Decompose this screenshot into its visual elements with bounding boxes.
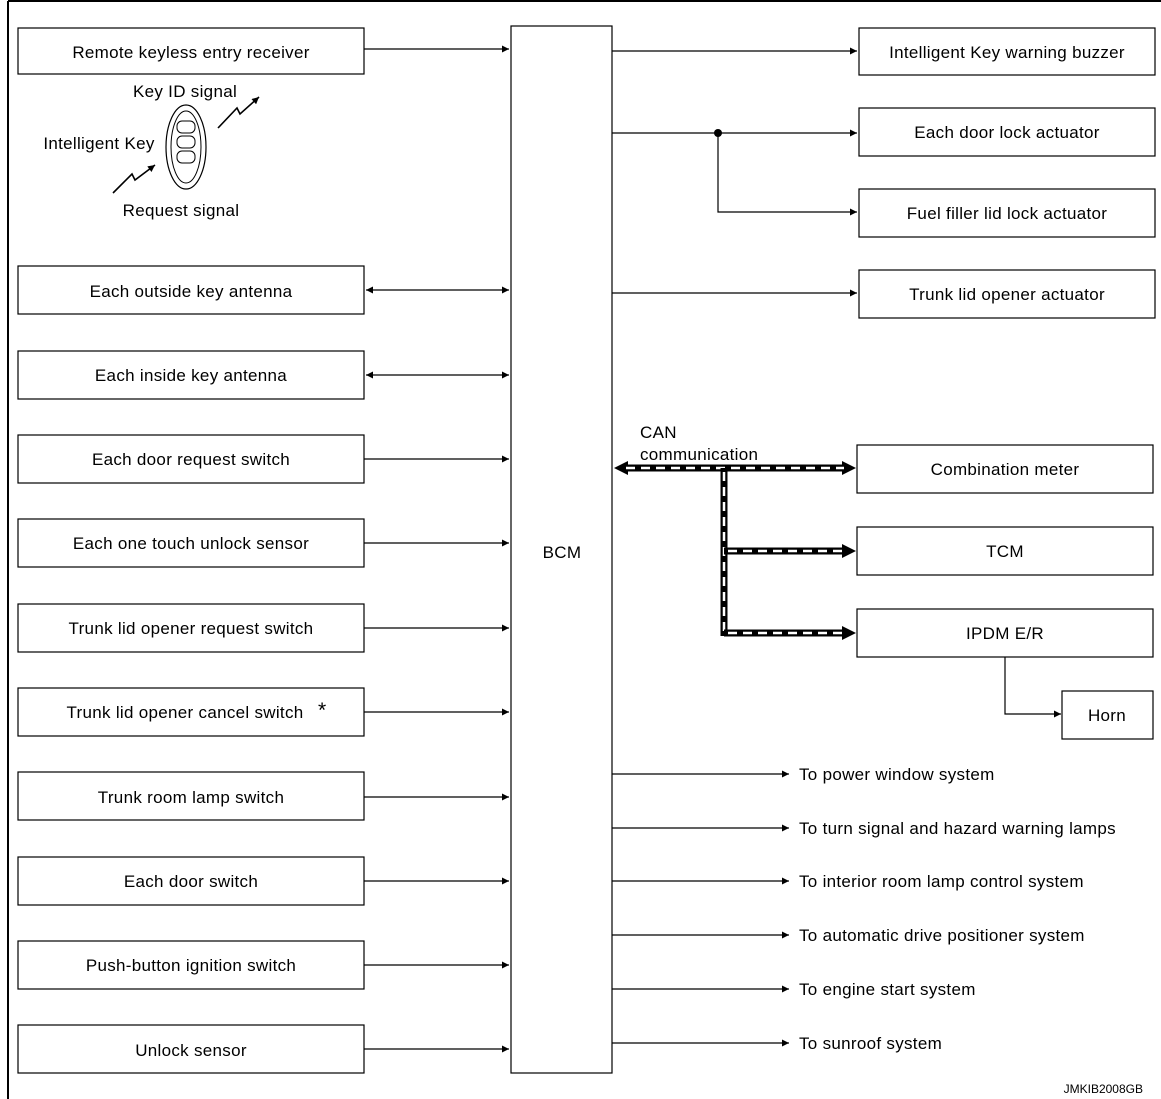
figure-code: JMKIB2008GB xyxy=(1064,1082,1143,1096)
can-communication-label: communication xyxy=(640,445,758,464)
svg-text:Each door lock actuator: Each door lock actuator xyxy=(914,123,1100,142)
output-ipdm-er: IPDM E/R xyxy=(856,608,1154,718)
input-trunk-lid-opener-cancel-switch: Trunk lid opener cancel switch * xyxy=(17,687,509,737)
intelligent-key-fob-icon xyxy=(165,104,207,190)
svg-text:Each door switch: Each door switch xyxy=(124,872,258,891)
bcm-block: BCM xyxy=(510,25,613,1074)
system-power-window: To power window system xyxy=(612,765,995,784)
svg-text:Trunk room lamp switch: Trunk room lamp switch xyxy=(98,788,284,807)
svg-text:Each door request switch: Each door request switch xyxy=(92,450,290,469)
output-fuel-filler-lid-lock-actuator: Fuel filler lid lock actuator xyxy=(717,133,1156,238)
input-each-door-switch: Each door switch xyxy=(17,856,509,906)
intelligent-key-group: Key ID signal Intelligent Key Request si… xyxy=(43,82,260,220)
system-automatic-drive-positioner: To automatic drive positioner system xyxy=(612,926,1085,945)
svg-text:Fuel filler lid lock actuator: Fuel filler lid lock actuator xyxy=(907,204,1108,223)
svg-text:To automatic drive positioner: To automatic drive positioner system xyxy=(799,926,1085,945)
svg-text:Combination meter: Combination meter xyxy=(931,460,1080,479)
svg-text:Trunk lid opener request switc: Trunk lid opener request switch xyxy=(69,619,314,638)
output-horn: Horn xyxy=(1061,690,1154,740)
svg-text:To sunroof system: To sunroof system xyxy=(799,1034,942,1053)
asterisk-mark: * xyxy=(318,699,326,722)
key-id-signal-label: Key ID signal xyxy=(133,82,237,101)
input-unlock-sensor: Unlock sensor xyxy=(17,1024,509,1074)
request-signal-label: Request signal xyxy=(123,201,240,220)
output-trunk-lid-opener-actuator: Trunk lid opener actuator xyxy=(612,269,1156,319)
input-each-outside-key-antenna: Each outside key antenna xyxy=(17,265,509,315)
svg-text:IPDM E/R: IPDM E/R xyxy=(966,624,1044,643)
input-trunk-room-lamp-switch: Trunk room lamp switch xyxy=(17,771,509,821)
bcm-label: BCM xyxy=(543,543,582,562)
svg-text:Push-button ignition switch: Push-button ignition switch xyxy=(86,956,296,975)
request-wireless-arrow-icon xyxy=(112,164,156,194)
svg-text:Each one touch unlock sensor: Each one touch unlock sensor xyxy=(73,534,309,553)
input-push-button-ignition-switch: Push-button ignition switch xyxy=(17,940,509,990)
svg-text:Intelligent Key warning buzzer: Intelligent Key warning buzzer xyxy=(889,43,1125,62)
system-turn-signal: To turn signal and hazard warning lamps xyxy=(612,819,1116,838)
output-intelligent-key-warning-buzzer: Intelligent Key warning buzzer xyxy=(612,27,1156,76)
input-trunk-lid-opener-request-switch: Trunk lid opener request switch xyxy=(17,603,509,653)
output-each-door-lock-actuator: Each door lock actuator xyxy=(612,107,1156,157)
can-communication-bus: CAN communication xyxy=(614,423,856,640)
input-each-one-touch-unlock-sensor: Each one touch unlock sensor xyxy=(17,518,509,568)
svg-text:TCM: TCM xyxy=(986,542,1024,561)
system-sunroof: To sunroof system xyxy=(612,1034,942,1053)
input-each-inside-key-antenna: Each inside key antenna xyxy=(17,350,509,400)
output-tcm: TCM xyxy=(856,526,1154,576)
svg-text:To turn signal and hazard warn: To turn signal and hazard warning lamps xyxy=(799,819,1116,838)
svg-text:Each inside key antenna: Each inside key antenna xyxy=(95,366,287,385)
svg-text:Remote keyless entry receiver: Remote keyless entry receiver xyxy=(72,43,309,62)
svg-text:Each outside key antenna: Each outside key antenna xyxy=(90,282,293,301)
svg-text:To power window system: To power window system xyxy=(799,765,995,784)
svg-text:Unlock sensor: Unlock sensor xyxy=(135,1041,247,1060)
can-label: CAN xyxy=(640,423,677,442)
key-id-wireless-arrow-icon xyxy=(217,96,260,129)
input-remote-keyless-entry-receiver: Remote keyless entry receiver xyxy=(17,27,509,75)
svg-text:Horn: Horn xyxy=(1088,706,1126,725)
system-interior-room-lamp: To interior room lamp control system xyxy=(612,872,1084,891)
svg-text:To interior room lamp control: To interior room lamp control system xyxy=(799,872,1084,891)
input-each-door-request-switch: Each door request switch xyxy=(17,434,509,484)
output-combination-meter: Combination meter xyxy=(856,444,1154,494)
svg-text:Trunk lid opener actuator: Trunk lid opener actuator xyxy=(909,285,1105,304)
svg-text:Trunk lid opener cancel switch: Trunk lid opener cancel switch xyxy=(66,703,303,722)
svg-text:To engine start system: To engine start system xyxy=(799,980,976,999)
system-engine-start: To engine start system xyxy=(612,980,976,999)
intelligent-key-label: Intelligent Key xyxy=(43,134,154,153)
